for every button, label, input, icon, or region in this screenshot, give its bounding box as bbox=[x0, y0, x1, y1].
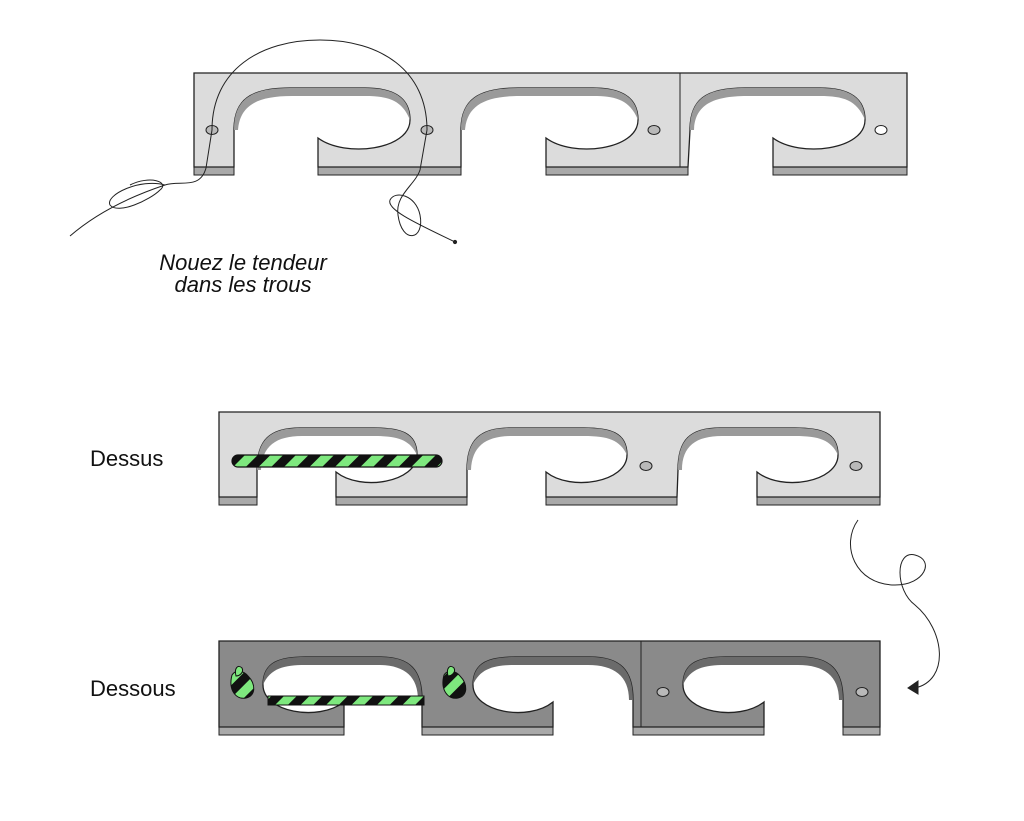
cord-knot-left bbox=[230, 665, 255, 699]
rack-panel-bottom bbox=[218, 640, 881, 736]
instruction-line-2: dans les trous bbox=[175, 272, 312, 297]
cord-knot-right bbox=[442, 665, 467, 699]
elastic-cord-tensioned bbox=[231, 454, 443, 468]
mount-hole bbox=[855, 687, 869, 697]
flip-arrow bbox=[849, 519, 940, 695]
mount-hole bbox=[849, 461, 863, 471]
mount-hole bbox=[656, 687, 670, 697]
elastic-cord-underside bbox=[267, 695, 425, 706]
instruction-line-1: Nouez le tendeur bbox=[159, 250, 328, 275]
bottom-view-label: Dessous bbox=[90, 676, 176, 701]
mount-hole bbox=[647, 125, 661, 135]
mount-hole bbox=[874, 125, 888, 135]
rack-panel-top bbox=[218, 411, 881, 506]
top-view-label: Dessus bbox=[90, 446, 163, 471]
elastic-cord-loose bbox=[69, 39, 458, 245]
mount-hole bbox=[639, 461, 653, 471]
rack-panel-instruction bbox=[193, 72, 908, 176]
